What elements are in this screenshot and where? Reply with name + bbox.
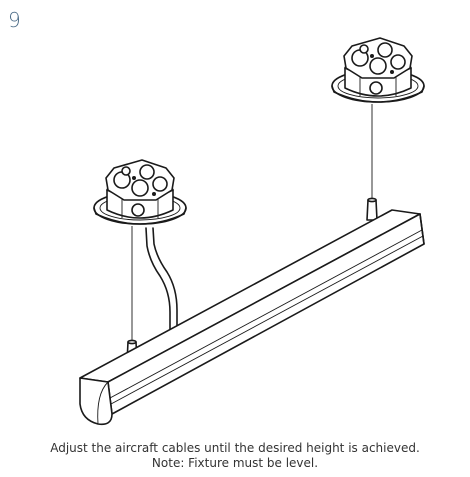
left-canopy-junction-box <box>93 159 187 225</box>
caption-line-2: Note: Fixture must be level. <box>151 456 319 470</box>
linear-fixture <box>79 209 425 426</box>
right-aircraft-cable <box>366 104 378 221</box>
instruction-caption: Adjust the aircraft cables until the des… <box>0 441 470 471</box>
installation-illustration <box>79 37 425 426</box>
power-cord <box>145 227 181 342</box>
left-aircraft-cable <box>126 226 138 363</box>
right-canopy-junction-box <box>331 37 425 103</box>
step-number: 9 <box>8 8 21 32</box>
caption-line-1: Adjust the aircraft cables until the des… <box>50 441 420 455</box>
